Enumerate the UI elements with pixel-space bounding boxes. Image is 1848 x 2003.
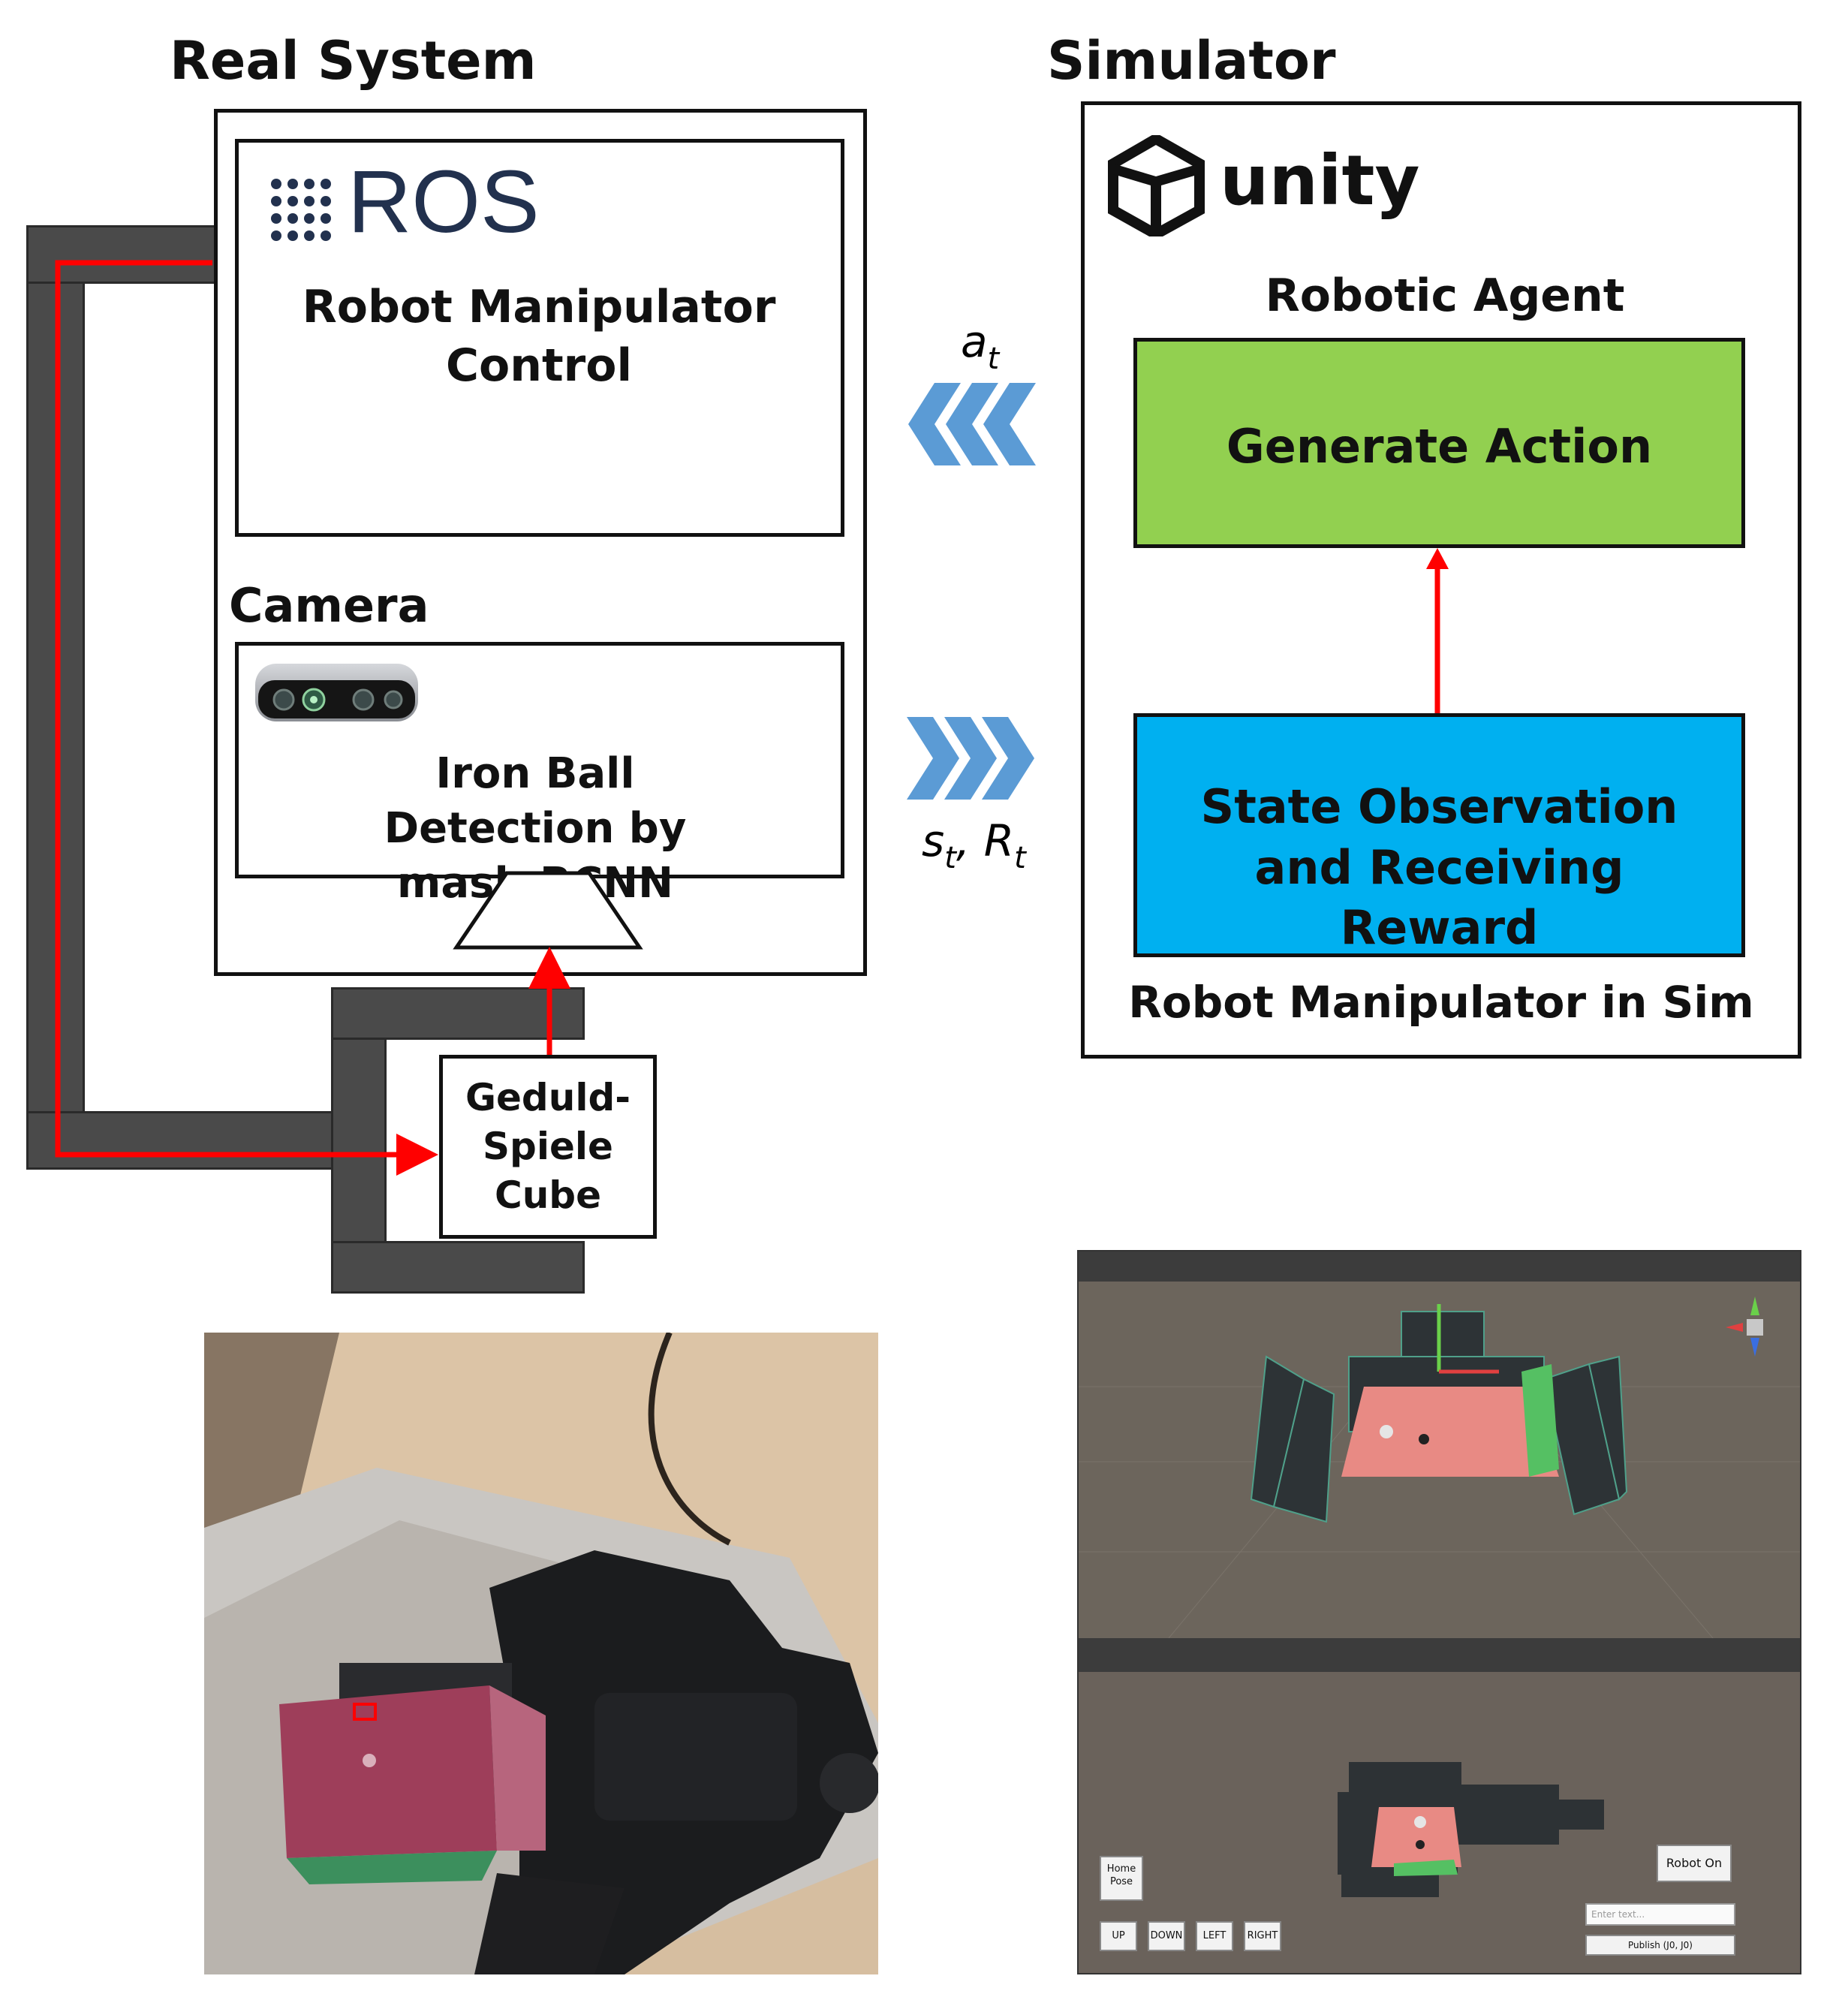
camera-title: Camera [229,578,429,633]
frame-clamp-bottom [331,1241,585,1294]
action-signal: at [908,316,1036,465]
real-system-title: Real System [170,30,537,92]
chevron-left-icon [908,383,1036,465]
game-toolbar [1079,1638,1800,1672]
text-input-field[interactable]: Enter text... [1585,1903,1735,1926]
state-reward-signal-label: st, Rt [922,815,1027,875]
generate-action-box: Generate Action [1133,338,1745,548]
state-observation-box: State Observation and Receiving Reward [1133,713,1745,957]
geduld-spiele-cube-label: Geduld-Spiele Cube [465,1076,631,1217]
state-to-action-arrow [1426,548,1449,715]
chevron-right-icon [907,717,1034,800]
sim-robot-label: Robot Manipulator in Sim [1128,977,1754,1028]
simulator-title: Simulator [1047,30,1336,92]
right-button[interactable]: RIGHT [1244,1921,1281,1951]
real-camera-photo [204,1333,878,1974]
up-button[interactable]: UP [1100,1921,1137,1951]
scene-toolbar [1079,1251,1800,1282]
home-pose-button[interactable]: Home Pose [1100,1856,1143,1901]
state-reward-signal: st, Rt [907,717,1034,875]
game-view [1079,1672,1800,1973]
unity-cube-icon [1108,135,1205,236]
detection-box: Iron Ball Detection by mask-RCNN [235,642,844,908]
unity-editor-screenshot: Home Pose UP DOWN LEFT RIGHT Robot On En… [1077,1250,1801,1974]
detection-label: Iron Ball Detection by mask-RCNN [384,749,687,908]
frame-bottom-arm [26,1111,334,1170]
ros-logo-text: ROS [348,152,540,252]
real-system-data-lines [55,260,570,1176]
real-scene-drawing [204,1333,878,1974]
unity-logo-text: unity [1220,140,1420,221]
camera-lens-trapezoid [453,871,643,950]
state-observation-label: State Observation and Receiving Reward [1200,779,1678,956]
scene-gizmo [1726,1297,1763,1357]
frame-clamp-top [331,987,585,1040]
left-button[interactable]: LEFT [1196,1921,1233,1951]
geduld-spiele-cube-box: Geduld-Spiele Cube [439,1055,657,1239]
depth-camera-icon [255,664,418,721]
down-button[interactable]: DOWN [1148,1921,1185,1951]
action-signal-label: at [961,316,1001,376]
robot-control-box: ROS Robot Manipulator Control [235,139,844,537]
generate-action-label: Generate Action [1226,419,1653,474]
scene-view [1079,1282,1800,1638]
ros-dots-icon [271,179,331,241]
robot-control-label: Robot Manipulator Control [302,281,776,392]
robotic-agent-title: Robotic Agent [1265,270,1625,322]
publish-button[interactable]: Publish (J0, J0) [1585,1935,1735,1956]
robot-on-button[interactable]: Robot On [1657,1845,1732,1882]
